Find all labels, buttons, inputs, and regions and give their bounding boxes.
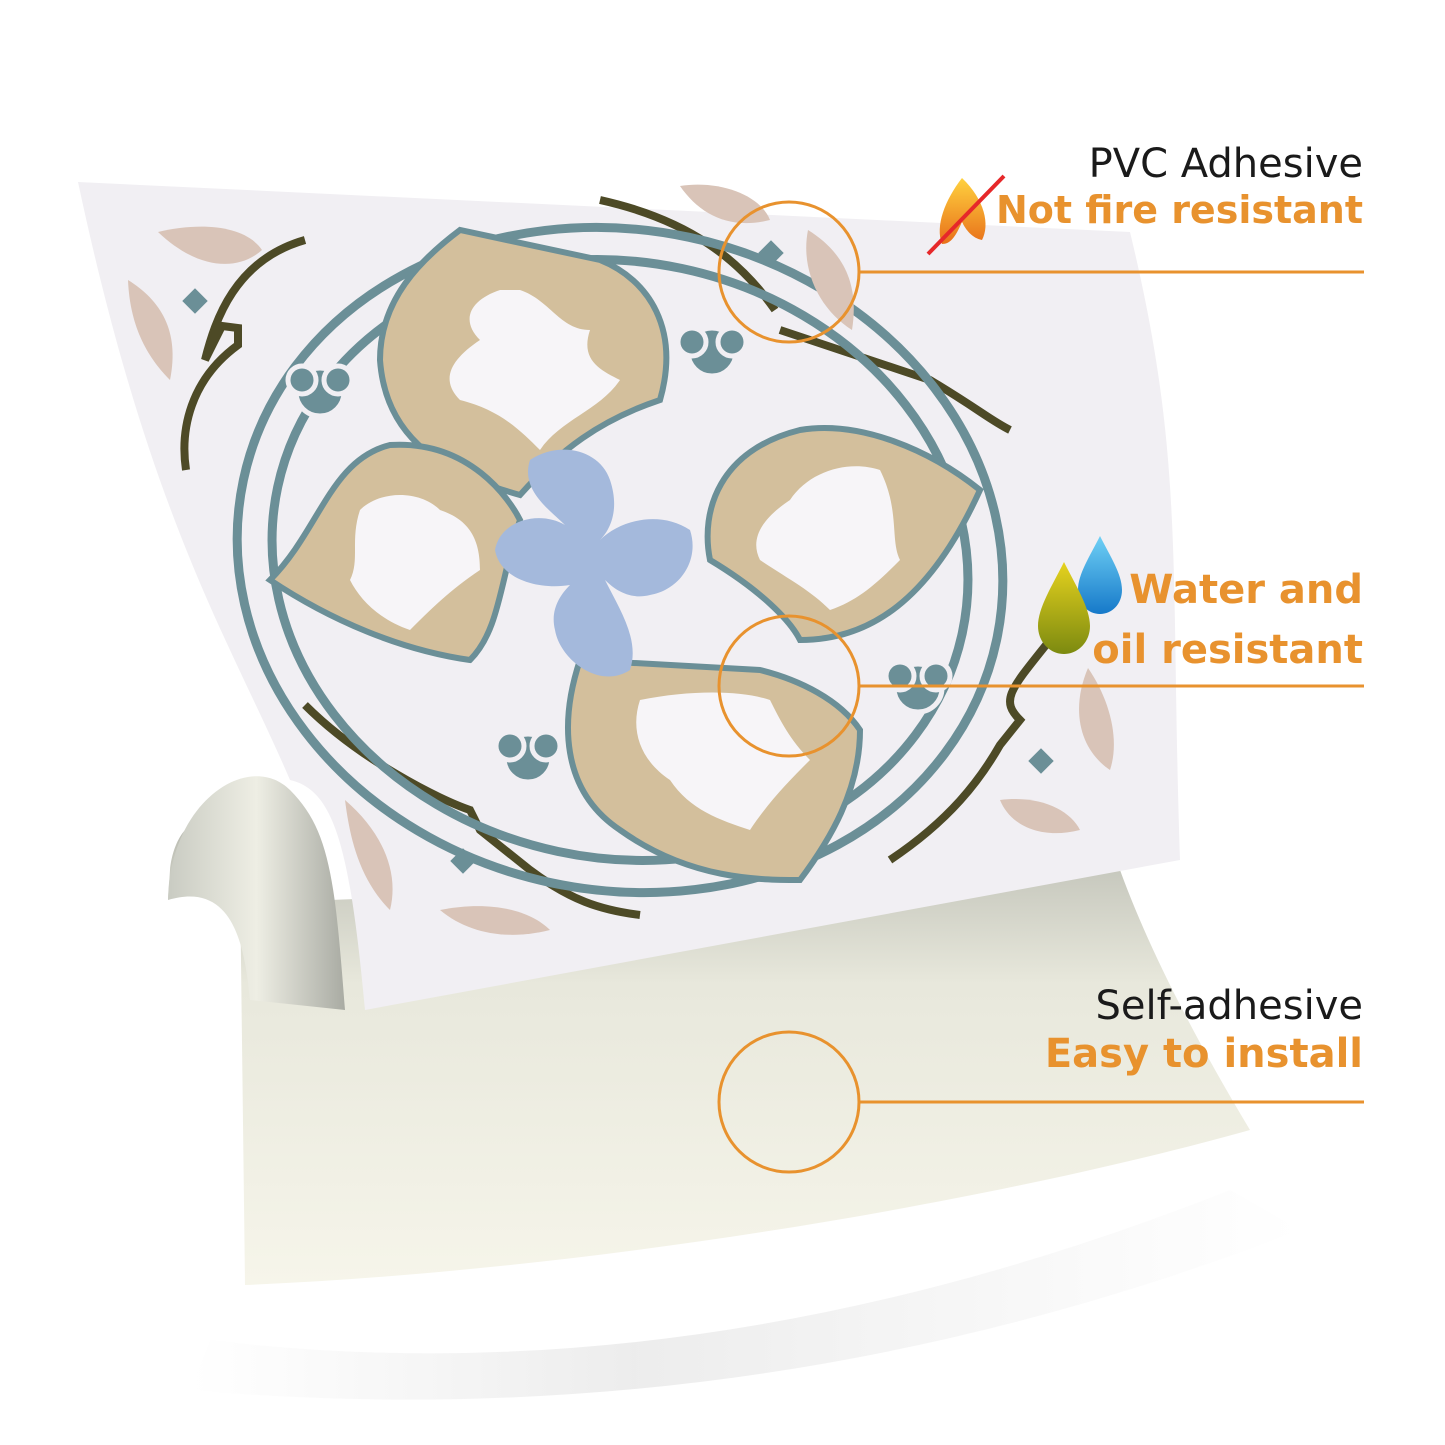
water-oil-drops-icon <box>1038 536 1122 654</box>
callout-pvc <box>717 200 1364 344</box>
no-fire-icon <box>926 174 1006 256</box>
center-flower <box>495 449 693 677</box>
feature-highlight: Water and <box>1129 567 1363 613</box>
feature-highlight-2: oil resistant <box>1092 627 1363 673</box>
feature-pvc-adhesive: PVC Adhesive Not fire resistant <box>996 140 1363 234</box>
feature-title: PVC Adhesive <box>1088 141 1363 187</box>
floor-shadow <box>190 1190 1300 1400</box>
feature-title: Self-adhesive <box>1095 983 1363 1029</box>
feature-highlight: Easy to install <box>1044 1031 1363 1077</box>
feature-self-adhesive: Self-adhesive Easy to install <box>1045 982 1363 1078</box>
tile-sticker <box>78 182 1180 1010</box>
callout-water <box>717 614 1364 758</box>
callout-self <box>717 1030 1364 1174</box>
feature-water-oil-resistant: Water and oil resistant <box>1092 560 1363 680</box>
feature-highlight: Not fire resistant <box>995 188 1363 232</box>
